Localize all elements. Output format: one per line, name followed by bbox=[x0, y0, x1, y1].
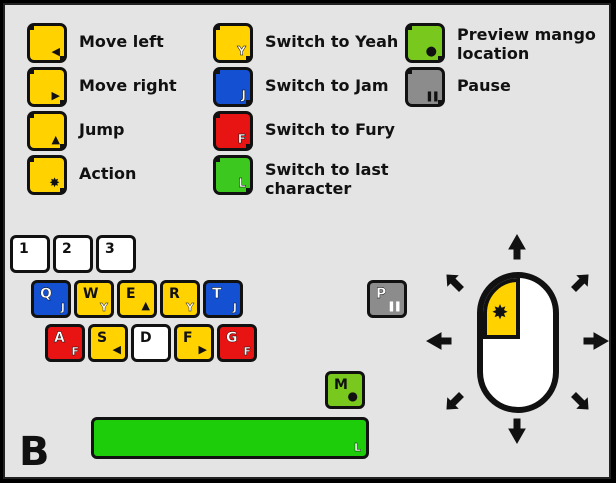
corner-mark: B bbox=[19, 429, 50, 475]
pause-key-icon: ❚❚ bbox=[405, 67, 445, 107]
legend-pause: Pause bbox=[457, 76, 511, 95]
move-left-key-icon: ◀ bbox=[27, 23, 67, 63]
switch-jam-key-icon: J bbox=[213, 67, 253, 107]
letter-l-icon: L bbox=[238, 176, 246, 191]
arrow-left-icon: ◀ bbox=[112, 343, 121, 356]
arrow-left-icon: ◀ bbox=[51, 45, 60, 58]
key-w-sub: Y bbox=[100, 301, 108, 314]
key-3: 3 bbox=[96, 235, 136, 273]
key-t-label: T bbox=[212, 286, 222, 302]
key-q-sub: J bbox=[60, 301, 66, 314]
key-1: 1 bbox=[10, 235, 50, 273]
legend-preview-mango-line2: location bbox=[457, 44, 530, 63]
letter-j-icon: J bbox=[241, 88, 246, 103]
switch-yeah-key-icon: Y bbox=[213, 23, 253, 63]
key-2-label: 2 bbox=[62, 241, 72, 257]
key-a-sub: F bbox=[71, 345, 79, 358]
key-q-label: Q bbox=[40, 286, 52, 302]
key-a-label: A bbox=[54, 330, 65, 346]
key-m: M ● bbox=[325, 371, 365, 409]
legend-jump: Jump bbox=[79, 120, 125, 139]
arrow-up-icon: ▲ bbox=[51, 133, 60, 146]
mouse-illustration: ✸ bbox=[425, 233, 610, 445]
action-key-icon: ✸ bbox=[27, 155, 67, 195]
arrow-up-left-icon bbox=[446, 274, 464, 292]
key-p: P ❚❚ bbox=[367, 280, 407, 318]
switch-fury-key-icon: F bbox=[213, 111, 253, 151]
key-g-label: G bbox=[226, 330, 238, 346]
key-d-label: D bbox=[140, 330, 152, 346]
mango-icon: ● bbox=[347, 389, 358, 403]
arrow-down-left-icon bbox=[446, 392, 464, 410]
key-2: 2 bbox=[53, 235, 93, 273]
legend-action: Action bbox=[79, 164, 137, 183]
mango-icon: ● bbox=[425, 44, 437, 59]
burst-icon: ✸ bbox=[492, 300, 509, 324]
legend-switch-jam: Switch to Jam bbox=[265, 76, 389, 95]
jump-key-icon: ▲ bbox=[27, 111, 67, 151]
legend-move-right: Move right bbox=[79, 76, 177, 95]
key-e: E ▲ bbox=[117, 280, 157, 318]
pause-icon: ❚❚ bbox=[425, 91, 440, 102]
key-d: D bbox=[131, 324, 171, 362]
arrow-up-right-icon bbox=[571, 274, 589, 292]
legend-move-left: Move left bbox=[79, 32, 164, 51]
key-t-sub: J bbox=[232, 301, 238, 314]
legend-switch-yeah: Switch to Yeah bbox=[265, 32, 399, 51]
key-1-label: 1 bbox=[19, 241, 29, 257]
switch-last-key-icon: L bbox=[213, 155, 253, 195]
key-q: Q J bbox=[31, 280, 71, 318]
key-e-label: E bbox=[126, 286, 136, 302]
key-r: R Y bbox=[160, 280, 200, 318]
key-w: W Y bbox=[74, 280, 114, 318]
controls-panel: ◀ Move left ▶ Move right ▲ Jump ✸ Action… bbox=[3, 3, 611, 479]
legend-switch-fury: Switch to Fury bbox=[265, 120, 395, 139]
arrow-up-icon: ▲ bbox=[141, 299, 150, 312]
arrow-right-icon: ▶ bbox=[198, 343, 207, 356]
legend-switch-last-line1: Switch to last bbox=[265, 160, 389, 179]
key-s: S ◀ bbox=[88, 324, 128, 362]
key-r-label: R bbox=[169, 286, 180, 302]
preview-mango-key-icon: ● bbox=[405, 23, 445, 63]
key-f: F ▶ bbox=[174, 324, 214, 362]
key-m-label: M bbox=[334, 377, 348, 393]
legend-preview-mango-line1: Preview mango bbox=[457, 25, 596, 44]
spacebar-key: L bbox=[91, 417, 369, 459]
key-r-sub: Y bbox=[186, 301, 194, 314]
burst-icon: ✸ bbox=[49, 176, 60, 191]
key-g-sub: F bbox=[243, 345, 251, 358]
key-f-label: F bbox=[183, 330, 193, 346]
key-p-label: P bbox=[376, 286, 387, 302]
letter-f-icon: F bbox=[237, 132, 247, 147]
arrow-down-right-icon bbox=[571, 392, 589, 410]
key-s-label: S bbox=[97, 330, 108, 346]
letter-y-icon: Y bbox=[237, 44, 246, 59]
key-3-label: 3 bbox=[105, 241, 115, 257]
spacebar-sub: L bbox=[353, 441, 361, 454]
move-right-key-icon: ▶ bbox=[27, 67, 67, 107]
legend-switch-last-line2: character bbox=[265, 179, 352, 198]
key-w-label: W bbox=[83, 286, 99, 302]
key-t: T J bbox=[203, 280, 243, 318]
key-a: A F bbox=[45, 324, 85, 362]
arrow-right-icon: ▶ bbox=[51, 89, 60, 102]
pause-icon: ❚❚ bbox=[387, 301, 402, 312]
key-g: G F bbox=[217, 324, 257, 362]
